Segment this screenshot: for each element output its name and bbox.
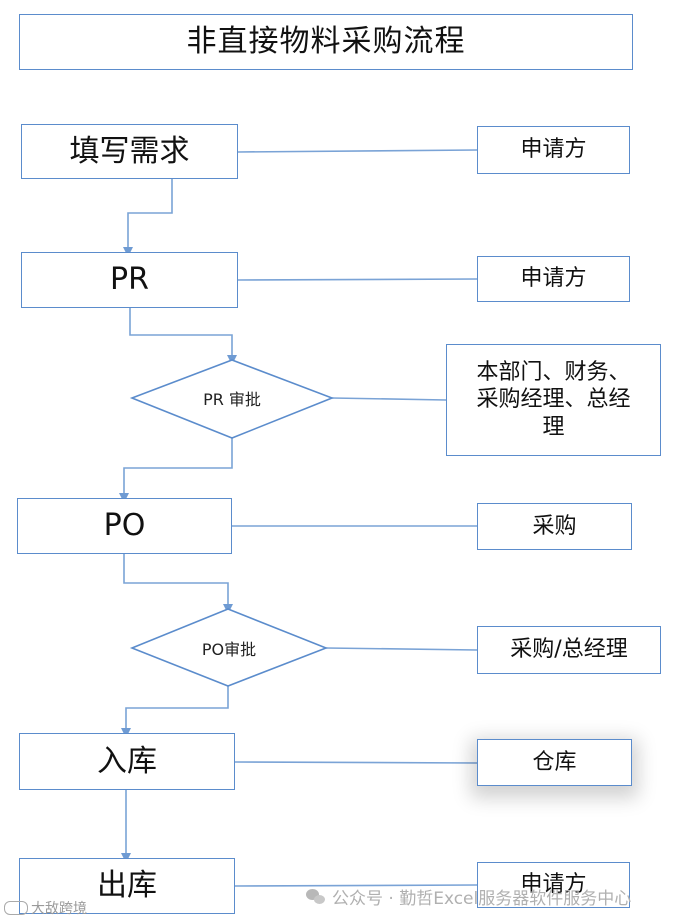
wechat-icon <box>306 888 326 905</box>
role-pr-approve-line1: 本部门、财务、 <box>476 359 631 385</box>
step-po: PO <box>17 498 232 554</box>
role-po-approve-label: 采购/总经理 <box>510 637 628 663</box>
flow-po-to-poapprove <box>123 554 233 614</box>
flow-fill-to-pr <box>123 179 173 257</box>
connector-poapprove-role <box>325 647 478 651</box>
step-pr-label: PR <box>110 262 149 298</box>
role-po-approve: 采购/总经理 <box>477 626 661 674</box>
connector-outbound-role <box>234 884 478 887</box>
connector-prapprove-role <box>331 397 447 401</box>
step-fill-demand-label: 填写需求 <box>69 133 190 169</box>
po-approve-diamond <box>129 608 329 687</box>
flow-prapprove-to-po <box>119 438 233 503</box>
watermark-right-text: 公众号 · 勤哲Excel服务器软件服务中心 <box>332 889 632 909</box>
role-outbound-label: 申请方 <box>520 872 587 898</box>
role-fill-demand: 申请方 <box>477 126 630 174</box>
role-pr-label: 申请方 <box>520 266 587 292</box>
step-outbound: 出库 <box>19 858 235 914</box>
role-fill-demand-label: 申请方 <box>520 137 587 163</box>
pr-approve-label: PR 审批 <box>132 380 332 416</box>
role-inbound: 仓库 <box>477 739 632 786</box>
step-po-label: PO <box>103 508 146 544</box>
page-title: 非直接物料采购流程 <box>19 14 633 70</box>
pr-approve-text: PR 审批 <box>203 390 261 409</box>
po-approve-label: PO审批 <box>132 630 326 666</box>
role-pr-approve: 本部门、财务、 采购经理、总经 理 <box>446 344 661 456</box>
step-fill-demand: 填写需求 <box>21 124 238 179</box>
role-po: 采购 <box>477 503 632 550</box>
connector-fill-role <box>237 149 478 153</box>
role-inbound-label: 仓库 <box>532 749 577 775</box>
step-outbound-label: 出库 <box>97 868 157 904</box>
page-title-text: 非直接物料采购流程 <box>186 24 466 60</box>
step-inbound-label: 入库 <box>97 743 157 779</box>
role-po-label: 采购 <box>532 513 577 539</box>
po-approve-text: PO审批 <box>201 640 257 659</box>
watermark-left: 大敌跨境 <box>4 898 87 918</box>
watermark-right: 公众号 · 勤哲Excel服务器软件服务中心 <box>306 884 631 909</box>
connector-inbound-role <box>234 761 478 764</box>
logo-icon <box>4 901 28 915</box>
role-pr: 申请方 <box>477 256 630 302</box>
watermark-left-text: 大敌跨境 <box>31 901 87 917</box>
flow-poapprove-to-inbound <box>121 686 229 738</box>
pr-approve-diamond <box>129 359 335 439</box>
step-inbound: 入库 <box>19 733 235 790</box>
role-outbound: 申请方 <box>477 862 630 908</box>
connector-pr-role <box>237 278 478 281</box>
role-pr-approve-line2: 采购经理、总经 <box>476 387 631 413</box>
step-pr: PR <box>21 252 238 308</box>
flow-pr-to-prapprove <box>129 308 237 365</box>
role-pr-approve-line3: 理 <box>542 414 565 440</box>
